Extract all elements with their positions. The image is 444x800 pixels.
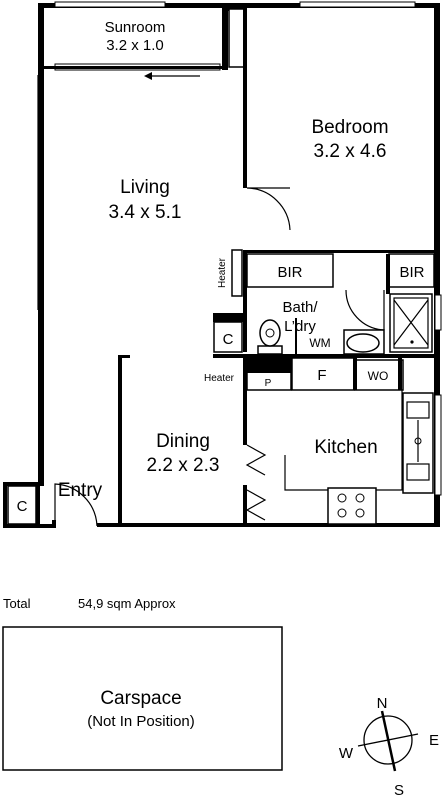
bath-label: Bath/ L’dry [282,299,318,335]
cupboard-entry-label: C [17,498,28,515]
dining-name: Dining [156,431,210,452]
outer-walls [3,3,440,528]
cupboard-bath [213,321,243,353]
bath-line1: Bath/ [282,299,318,316]
bir-left-label: BIR [277,264,302,281]
living-dims: 3.4 x 5.1 [109,202,182,223]
sunroom-dims: 3.2 x 1.0 [106,37,164,54]
arrow-left-icon [144,72,152,80]
sunroom-name: Sunroom [105,19,166,36]
toilet-bowl [259,319,281,347]
compass-n: N [377,695,388,712]
compass-s: S [394,782,404,799]
carspace-line2: (Not In Position) [87,713,195,730]
bedroom-label: Bedroom 3.2 x 4.6 [311,117,388,162]
bathroom [257,289,433,355]
total-value: 54,9 sqm Approx [78,596,176,611]
pantry-label: P [265,378,272,389]
stove [327,487,377,525]
heater-lower-label: Heater [204,373,235,384]
living-name: Living [120,177,170,198]
kitchen-area [213,354,440,525]
dining-dims: 2.2 x 2.3 [147,455,220,476]
bath-line2: L’dry [284,318,316,335]
carspace-line1: Carspace [100,688,181,709]
toilet-tank [257,345,283,355]
heater-upper-label: Heater [217,257,228,288]
entry-name: Entry [58,480,103,501]
carspace: Carspace (Not In Position) [2,626,283,771]
compass-icon: N E S W [339,695,439,799]
sunroom-label: Sunroom 3.2 x 1.0 [105,19,166,54]
bedroom-dims: 3.2 x 4.6 [314,141,387,162]
bir-units [246,253,435,294]
wo-label: WO [368,369,389,383]
bedroom-name: Bedroom [311,117,388,138]
entry-door-swing [54,483,98,528]
kitchen-name: Kitchen [314,437,377,458]
sunroom-partition [44,8,247,80]
heater-upper-unit [231,249,243,297]
compass-w: W [339,745,354,762]
cupboard-bath-label: C [223,331,234,348]
cupboard-entry [7,485,37,525]
bedroom-walls [243,8,434,352]
wm-label: WM [309,336,330,350]
dining-label: Dining 2.2 x 2.3 [147,431,220,476]
dining-partition [118,355,267,525]
living-label: Living 3.4 x 5.1 [109,177,182,223]
entry-area [7,483,98,528]
total-label: Total [3,596,31,611]
fridge-label: F [317,367,326,384]
bir-right-label: BIR [399,264,424,281]
windows [37,1,442,496]
bedroom-door-swing [246,187,291,231]
compass-e: E [429,732,439,749]
